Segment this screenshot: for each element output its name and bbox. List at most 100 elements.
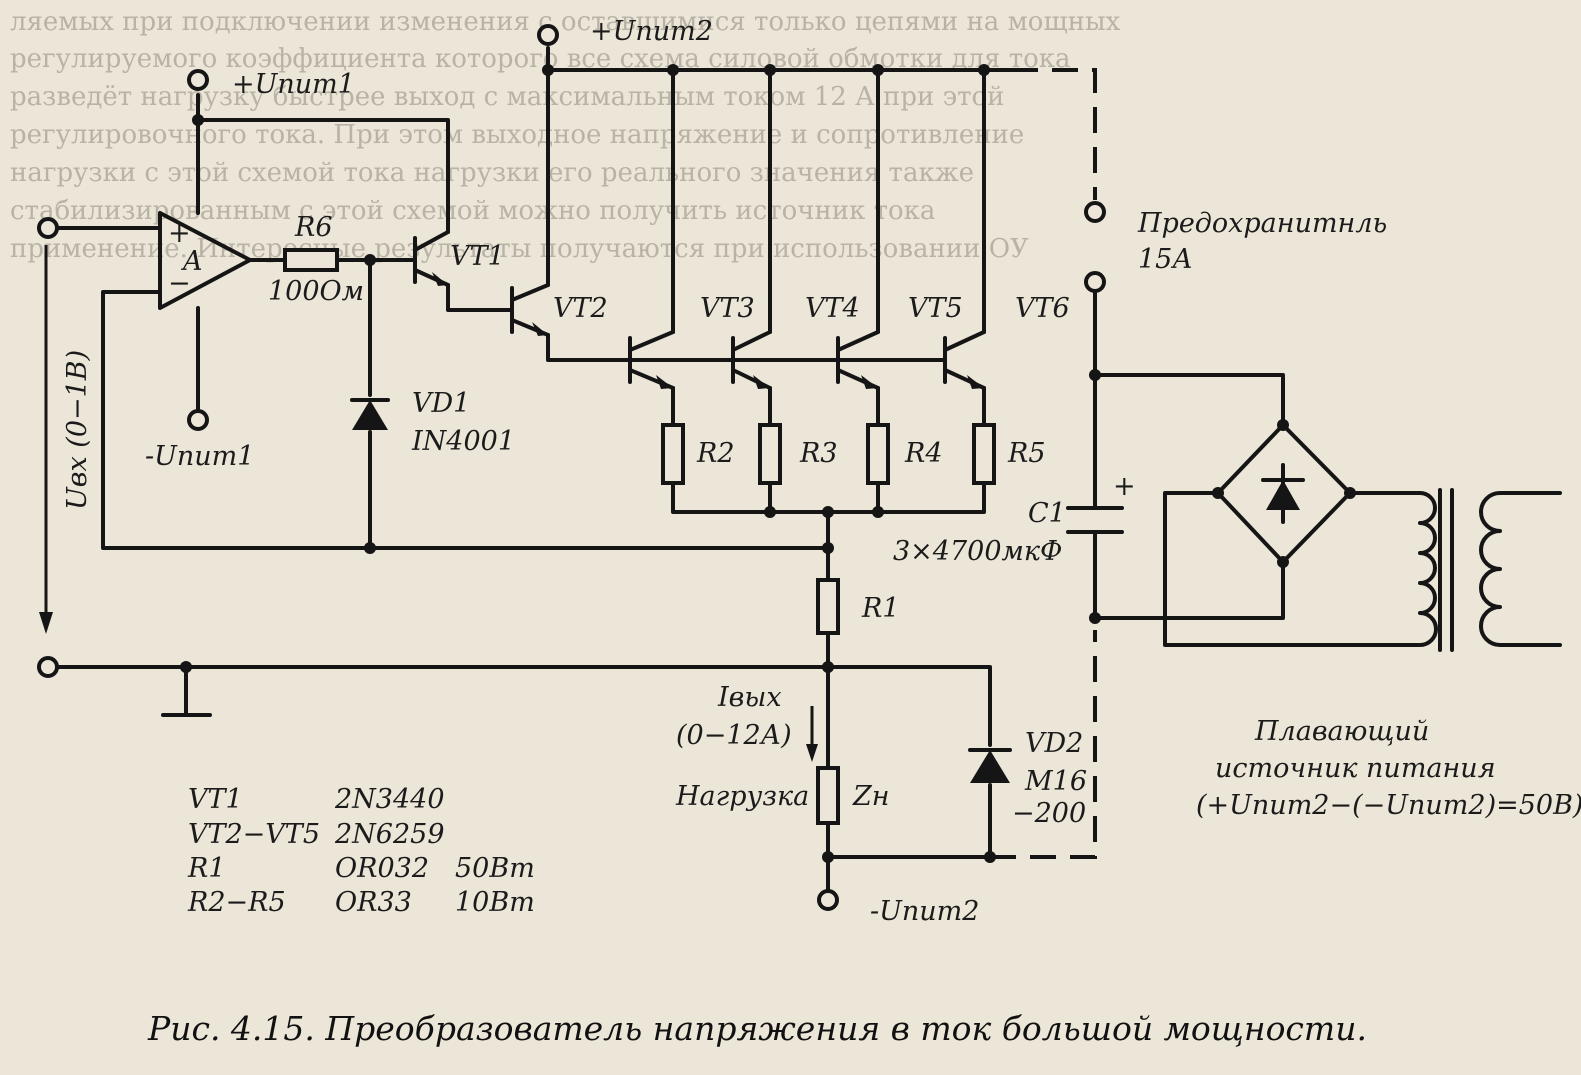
- bg-line-6: стабилизированным с этой схемой можно по…: [10, 196, 935, 226]
- transformer-core: [1438, 488, 1454, 652]
- wires: [56, 46, 1422, 892]
- transistor-vt1: [413, 230, 450, 287]
- parts-ref-4: R2−R5: [187, 887, 286, 918]
- parts-ref-2: VT2−VT5: [188, 819, 320, 850]
- wire-base-bus: [546, 333, 947, 362]
- opamp: A + −: [158, 211, 252, 310]
- bridge-diode-triangle: [1266, 480, 1300, 510]
- r5-label: R5: [1007, 438, 1046, 469]
- parts-rating-3: 50Вт: [455, 853, 535, 884]
- wire-supply: [1093, 286, 1285, 620]
- vt3-label: VT3: [700, 293, 755, 324]
- terminal-vcc1-pos: [187, 69, 209, 91]
- vt2-arrow: [532, 322, 548, 336]
- wire-vee2-dashed: [990, 630, 1097, 859]
- vcc2-pos-label: +Uпит2: [590, 16, 713, 47]
- r4-label: R4: [904, 438, 943, 469]
- vt2-leads: [510, 283, 550, 337]
- terminal-vcc2-pos: [537, 24, 559, 46]
- wire-emitters: [671, 386, 986, 427]
- vcc2-neg-label: -Uпит2: [870, 896, 979, 927]
- ground-symbol: [161, 665, 212, 717]
- transistor-vt5: [836, 330, 880, 390]
- opamp-minus: −: [168, 268, 191, 299]
- resistor-r3: [758, 423, 782, 485]
- vd2-part1: M16: [1024, 766, 1087, 797]
- wire-collectors: [546, 68, 986, 334]
- wire-emitter-bus: [671, 481, 986, 514]
- vd2-label: VD2: [1025, 728, 1083, 759]
- vt2-label: VT2: [553, 293, 608, 324]
- r1-label: R1: [861, 593, 900, 624]
- parts-part-1: 2N3440: [334, 784, 445, 815]
- transistor-vt6: [943, 330, 986, 390]
- diode-vd1: [350, 398, 390, 430]
- bg-line-7: применение. Интересные результаты получа…: [10, 234, 1029, 264]
- terminals: [37, 24, 1106, 911]
- vt1-arrow: [432, 272, 448, 286]
- supply-line-1: Плавающий: [1254, 716, 1429, 747]
- vd2-part2: −200: [1012, 798, 1086, 829]
- terminal-input-ground: [37, 656, 59, 678]
- bg-line-4: регулировочного тока. При этом выходное …: [10, 120, 1024, 150]
- vt5-label: VT5: [908, 293, 963, 324]
- c1-plus: +: [1113, 471, 1136, 502]
- parts-part-3: OR032: [335, 853, 429, 884]
- figure-caption: Рис. 4.15. Преобразователь напряжения в …: [147, 1009, 1367, 1048]
- vcc1-neg-label: -Uпит1: [145, 441, 254, 472]
- vd1-label: VD1: [412, 388, 470, 419]
- vd1-part: IN4001: [411, 426, 515, 457]
- bridge-rectifier: [1216, 423, 1352, 564]
- terminal-input: [37, 217, 59, 239]
- transistor-vt2: [510, 283, 550, 337]
- capacitor-c1: [1066, 506, 1124, 534]
- load-label: Нагрузка: [675, 781, 809, 812]
- iout-range: (0−12А): [676, 720, 792, 751]
- uin-label: Uвх (0−1В): [62, 350, 93, 510]
- resistor-r6: [283, 248, 339, 272]
- vd1-triangle: [352, 400, 388, 430]
- bg-line-5: нагрузки с этой схемой тока нагрузки его…: [10, 158, 974, 188]
- r6-label: R6: [294, 212, 333, 243]
- vt6-label: VT6: [1015, 293, 1070, 324]
- c1-label: C1: [1028, 498, 1066, 529]
- terminal-fuse-bottom: [1084, 271, 1106, 293]
- parts-ref-1: VT1: [188, 784, 243, 815]
- background-text: ляемых при подключении изменения с остав…: [10, 7, 1121, 264]
- zn-label: Zн: [852, 781, 890, 812]
- r6-value: 100Ом: [268, 276, 364, 307]
- wire-ground: [56, 665, 992, 859]
- opamp-label: A: [180, 246, 203, 277]
- supply-line-2: источник питания: [1215, 753, 1496, 784]
- wire-load: [826, 665, 992, 892]
- opamp-triangle: [158, 211, 252, 310]
- junctions: [180, 64, 1356, 863]
- transformer-secondary: [1479, 491, 1562, 647]
- terminal-fuse-top: [1084, 201, 1106, 223]
- load-zn: [816, 766, 840, 825]
- wire-bridge-ac: [1163, 491, 1422, 647]
- wire-vcc2-dashed: [1012, 68, 1097, 200]
- resistor-r4: [866, 423, 890, 485]
- resistor-r5: [972, 423, 996, 485]
- supply-line-3: (+Uпит2−(−Uпит2)=50В): [1196, 790, 1581, 821]
- r2-label: R2: [696, 438, 735, 469]
- wire-feedback: [101, 290, 830, 550]
- iout-arrow-head: [806, 744, 818, 762]
- c1-value: 3×4700мкФ: [893, 536, 1062, 567]
- iout-label: Iвых: [717, 682, 782, 713]
- terminal-vcc1-neg: [187, 409, 209, 431]
- parts-part-4: OR33: [335, 887, 412, 918]
- parts-rating-4: 10Вт: [455, 887, 535, 918]
- bg-line-3: разведёт нагрузку быстрее выход с максим…: [10, 82, 1005, 112]
- vt4-label: VT4: [805, 293, 860, 324]
- uin-arrow-head: [39, 612, 53, 634]
- vd2-triangle: [970, 750, 1010, 783]
- parts-table: VT1 2N3440 VT2−VT5 2N6259 R1 OR032 50Вт …: [187, 784, 535, 918]
- transformer: [1418, 488, 1562, 652]
- r3-label: R3: [799, 438, 838, 469]
- vt1-label: VT1: [450, 241, 505, 272]
- vcc1-pos-label: +Uпит1: [232, 69, 355, 100]
